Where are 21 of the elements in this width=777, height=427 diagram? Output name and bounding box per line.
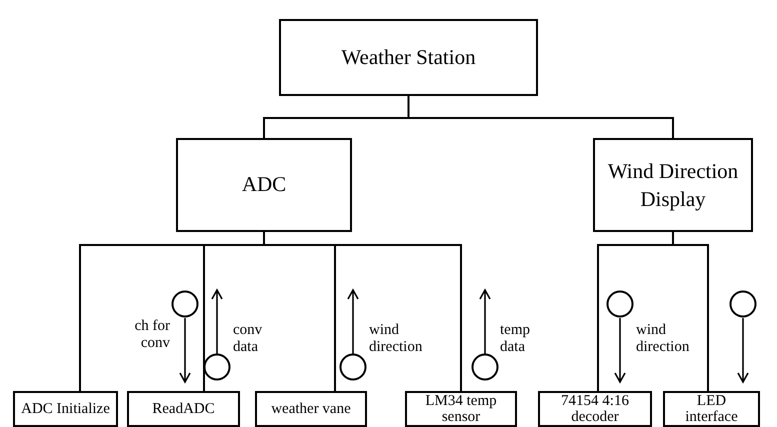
module-name: weather vane	[271, 400, 351, 418]
module-box	[279, 19, 538, 96]
connector-line	[408, 96, 674, 138]
module-box	[13, 391, 118, 427]
module-name: Wind Direction Display	[606, 158, 740, 213]
module-box	[127, 391, 240, 427]
module-box	[405, 391, 517, 427]
module-name: ADC	[242, 172, 286, 198]
module-box	[255, 391, 367, 427]
module-name: LM34 temp sensor	[424, 392, 498, 426]
module-name: ADC Initialize	[21, 400, 110, 418]
module-box	[176, 138, 352, 232]
module-name: Weather Station	[341, 44, 476, 70]
module-name: ReadADC	[152, 400, 215, 418]
module-name: 74154 4:16 decoder	[560, 392, 630, 426]
connector-line	[672, 232, 709, 391]
module-box	[538, 391, 652, 427]
module-name: LED interface	[684, 392, 739, 426]
connector-line	[263, 232, 462, 391]
module-box	[593, 138, 753, 232]
module-box	[663, 391, 760, 427]
